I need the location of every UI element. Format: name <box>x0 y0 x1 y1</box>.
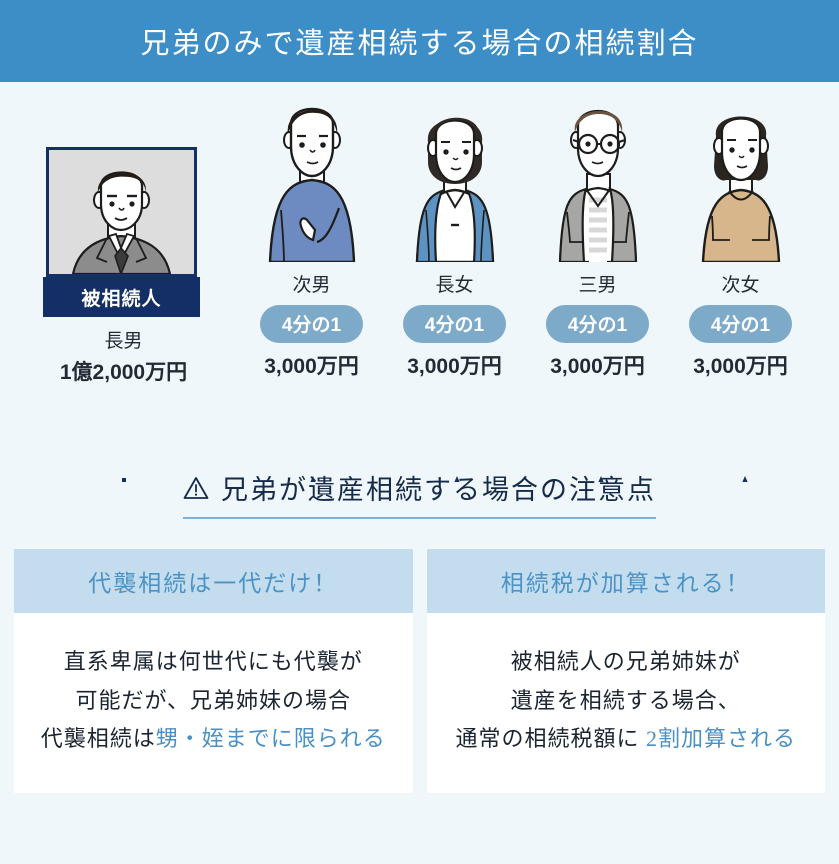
man-in-suit-avatar <box>49 150 194 274</box>
deceased-amount: 1億2,000万円 <box>59 361 188 384</box>
notes-heading-wrap: 兄弟が遺産相続する場合の注意点 <box>0 468 839 519</box>
heir-name: 次女 <box>721 275 760 296</box>
page-header: 兄弟のみで遺産相続する場合の相続割合 <box>0 0 839 82</box>
note-line: 遺産を相続する場合、 <box>510 687 741 713</box>
inheritance-diagram: 被相続人 長男 1億2,000万円 <box>0 82 839 482</box>
heir-card: 三男 4分の1 3,000万円 <box>526 82 669 380</box>
heir-share-badge: 4分の1 <box>259 305 364 343</box>
deceased-card: 被相続人 長男 1億2,000万円 <box>43 147 201 386</box>
notes-heading: 兄弟が遺産相続する場合の注意点 <box>183 468 656 519</box>
note-line-highlight: 甥・姪までに限られる <box>155 726 386 751</box>
heir-amount: 3,000万円 <box>264 355 359 378</box>
note-line: 通常の相続税額に 2割加算される <box>437 720 816 759</box>
note-line-highlight: 2割加算される <box>646 726 797 751</box>
note-line-plain: 通常の相続税額に <box>455 726 646 751</box>
man-thinking-avatar <box>268 107 355 262</box>
warning-triangle-icon <box>183 476 209 499</box>
heir-figure <box>240 82 383 262</box>
heir-card: 次男 4分の1 3,000万円 <box>240 82 383 380</box>
heir-name: 長女 <box>435 275 474 296</box>
notes-heading-text: 兄弟が遺産相続する場合の注意点 <box>221 475 656 505</box>
note-card-body: 被相続人の兄弟姉妹が 遺産を相続する場合、 通常の相続税額に 2割加算される <box>427 613 826 793</box>
heir-figure <box>383 82 526 262</box>
notes-cards: 代襲相続は一代だけ！ 直系卑属は何世代にも代襲が 可能だが、兄弟姉妹の場合 代襲… <box>0 519 839 793</box>
note-line: 被相続人の兄弟姉妹が <box>510 649 741 674</box>
heir-share-badge: 4分の1 <box>545 305 650 343</box>
note-card: 相続税が加算される！ 被相続人の兄弟姉妹が 遺産を相続する場合、 通常の相続税額… <box>426 549 826 793</box>
note-card-title: 代襲相続は一代だけ！ <box>14 549 413 613</box>
note-line: 直系卑属は何世代にも代襲が <box>63 649 363 674</box>
heir-figure <box>526 82 669 262</box>
note-card: 代襲相続は一代だけ！ 直系卑属は何世代にも代襲が 可能だが、兄弟姉妹の場合 代襲… <box>14 549 413 793</box>
woman-ponytail-avatar <box>701 116 780 262</box>
note-line: 代襲相続は甥・姪までに限られる <box>24 720 403 759</box>
note-card-title: 相続税が加算される！ <box>426 549 825 613</box>
man-glasses-avatar <box>558 110 637 262</box>
note-line-plain: 代襲相続は <box>40 726 156 751</box>
note-card-body: 直系卑属は何世代にも代襲が 可能だが、兄弟姉妹の場合 代襲相続は甥・姪までに限ら… <box>14 613 413 793</box>
deceased-photo-frame <box>46 147 197 277</box>
woman-cardigan-avatar <box>415 117 494 262</box>
heir-share-badge: 4分の1 <box>688 305 793 343</box>
heirs-row: 次男 4分の1 3,000万円 <box>240 82 825 380</box>
heir-name: 三男 <box>578 275 617 296</box>
heir-name: 次男 <box>292 275 331 296</box>
deceased-badge: 被相続人 <box>43 277 200 317</box>
heir-share-badge: 4分の1 <box>402 305 507 343</box>
heir-amount: 3,000万円 <box>550 355 645 378</box>
heir-amount: 3,000万円 <box>693 355 788 378</box>
heir-card: 次女 4分の1 3,000万円 <box>669 82 812 380</box>
heir-figure <box>669 82 812 262</box>
heir-card: 長女 4分の1 3,000万円 <box>383 82 526 380</box>
deceased-role: 長男 <box>104 331 143 352</box>
note-line: 可能だが、兄弟姉妹の場合 <box>75 687 352 713</box>
heir-amount: 3,000万円 <box>407 355 502 378</box>
page-title: 兄弟のみで遺産相続する場合の相続割合 <box>140 28 699 60</box>
